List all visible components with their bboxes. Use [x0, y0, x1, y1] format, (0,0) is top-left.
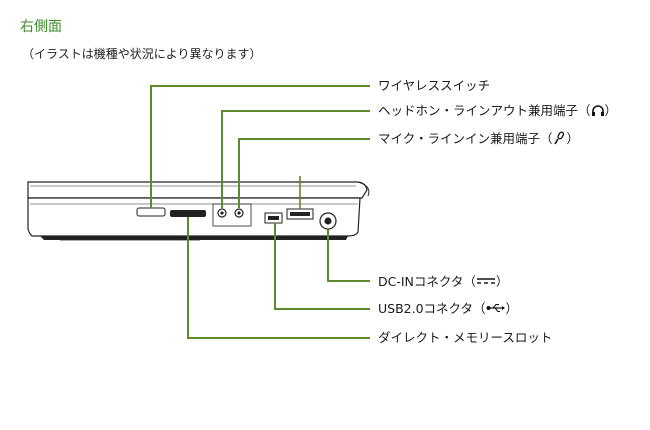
dc-in-port — [319, 212, 337, 230]
label-mic-text: マイク・ラインイン兼用端子（ — [378, 131, 553, 146]
label-usb-text: USB2.0コネクタ（ — [378, 301, 486, 316]
label-headphone-jack: ヘッドホン・ラインアウト兼用端子（ ） — [378, 103, 617, 121]
label-dc-in-text: DC-INコネクタ（ — [378, 274, 476, 289]
label-mic-jack: マイク・ラインイン兼用端子（ ） — [378, 131, 579, 149]
leader-lines — [150, 85, 370, 339]
audio-jacks — [212, 203, 252, 227]
label-wireless-switch: ワイヤレススイッチ — [378, 78, 491, 93]
leader-dc-in — [327, 229, 370, 282]
label-usb-close: ） — [505, 301, 519, 316]
headphone-icon — [591, 104, 605, 121]
microphone-icon — [553, 131, 567, 149]
leader-usb — [274, 223, 370, 310]
leader-headphone — [221, 110, 370, 208]
label-mic-close: ） — [566, 131, 580, 146]
illustration-note: （イラストは機種や状況により異なります） — [22, 47, 262, 61]
usb-icon — [486, 301, 506, 317]
label-headphone-text: ヘッドホン・ラインアウト兼用端子（ — [378, 103, 591, 118]
leader-memory-slot — [187, 217, 370, 339]
leader-wireless-switch — [150, 85, 370, 208]
leader-mic — [238, 138, 370, 208]
laptop-right-side — [27, 181, 370, 241]
memory-slot — [170, 210, 206, 217]
dc-power-icon — [476, 273, 496, 289]
label-headphone-close: ） — [604, 103, 618, 118]
label-usb: USB2.0コネクタ（ ） — [378, 301, 518, 317]
label-dc-in: DC-INコネクタ（ ） — [378, 273, 508, 290]
page-title: 右側面 — [20, 19, 62, 35]
wireless-switch — [136, 207, 166, 217]
label-dc-in-close: ） — [495, 274, 509, 289]
label-memory-slot: ダイレクト・メモリースロット — [378, 330, 553, 345]
